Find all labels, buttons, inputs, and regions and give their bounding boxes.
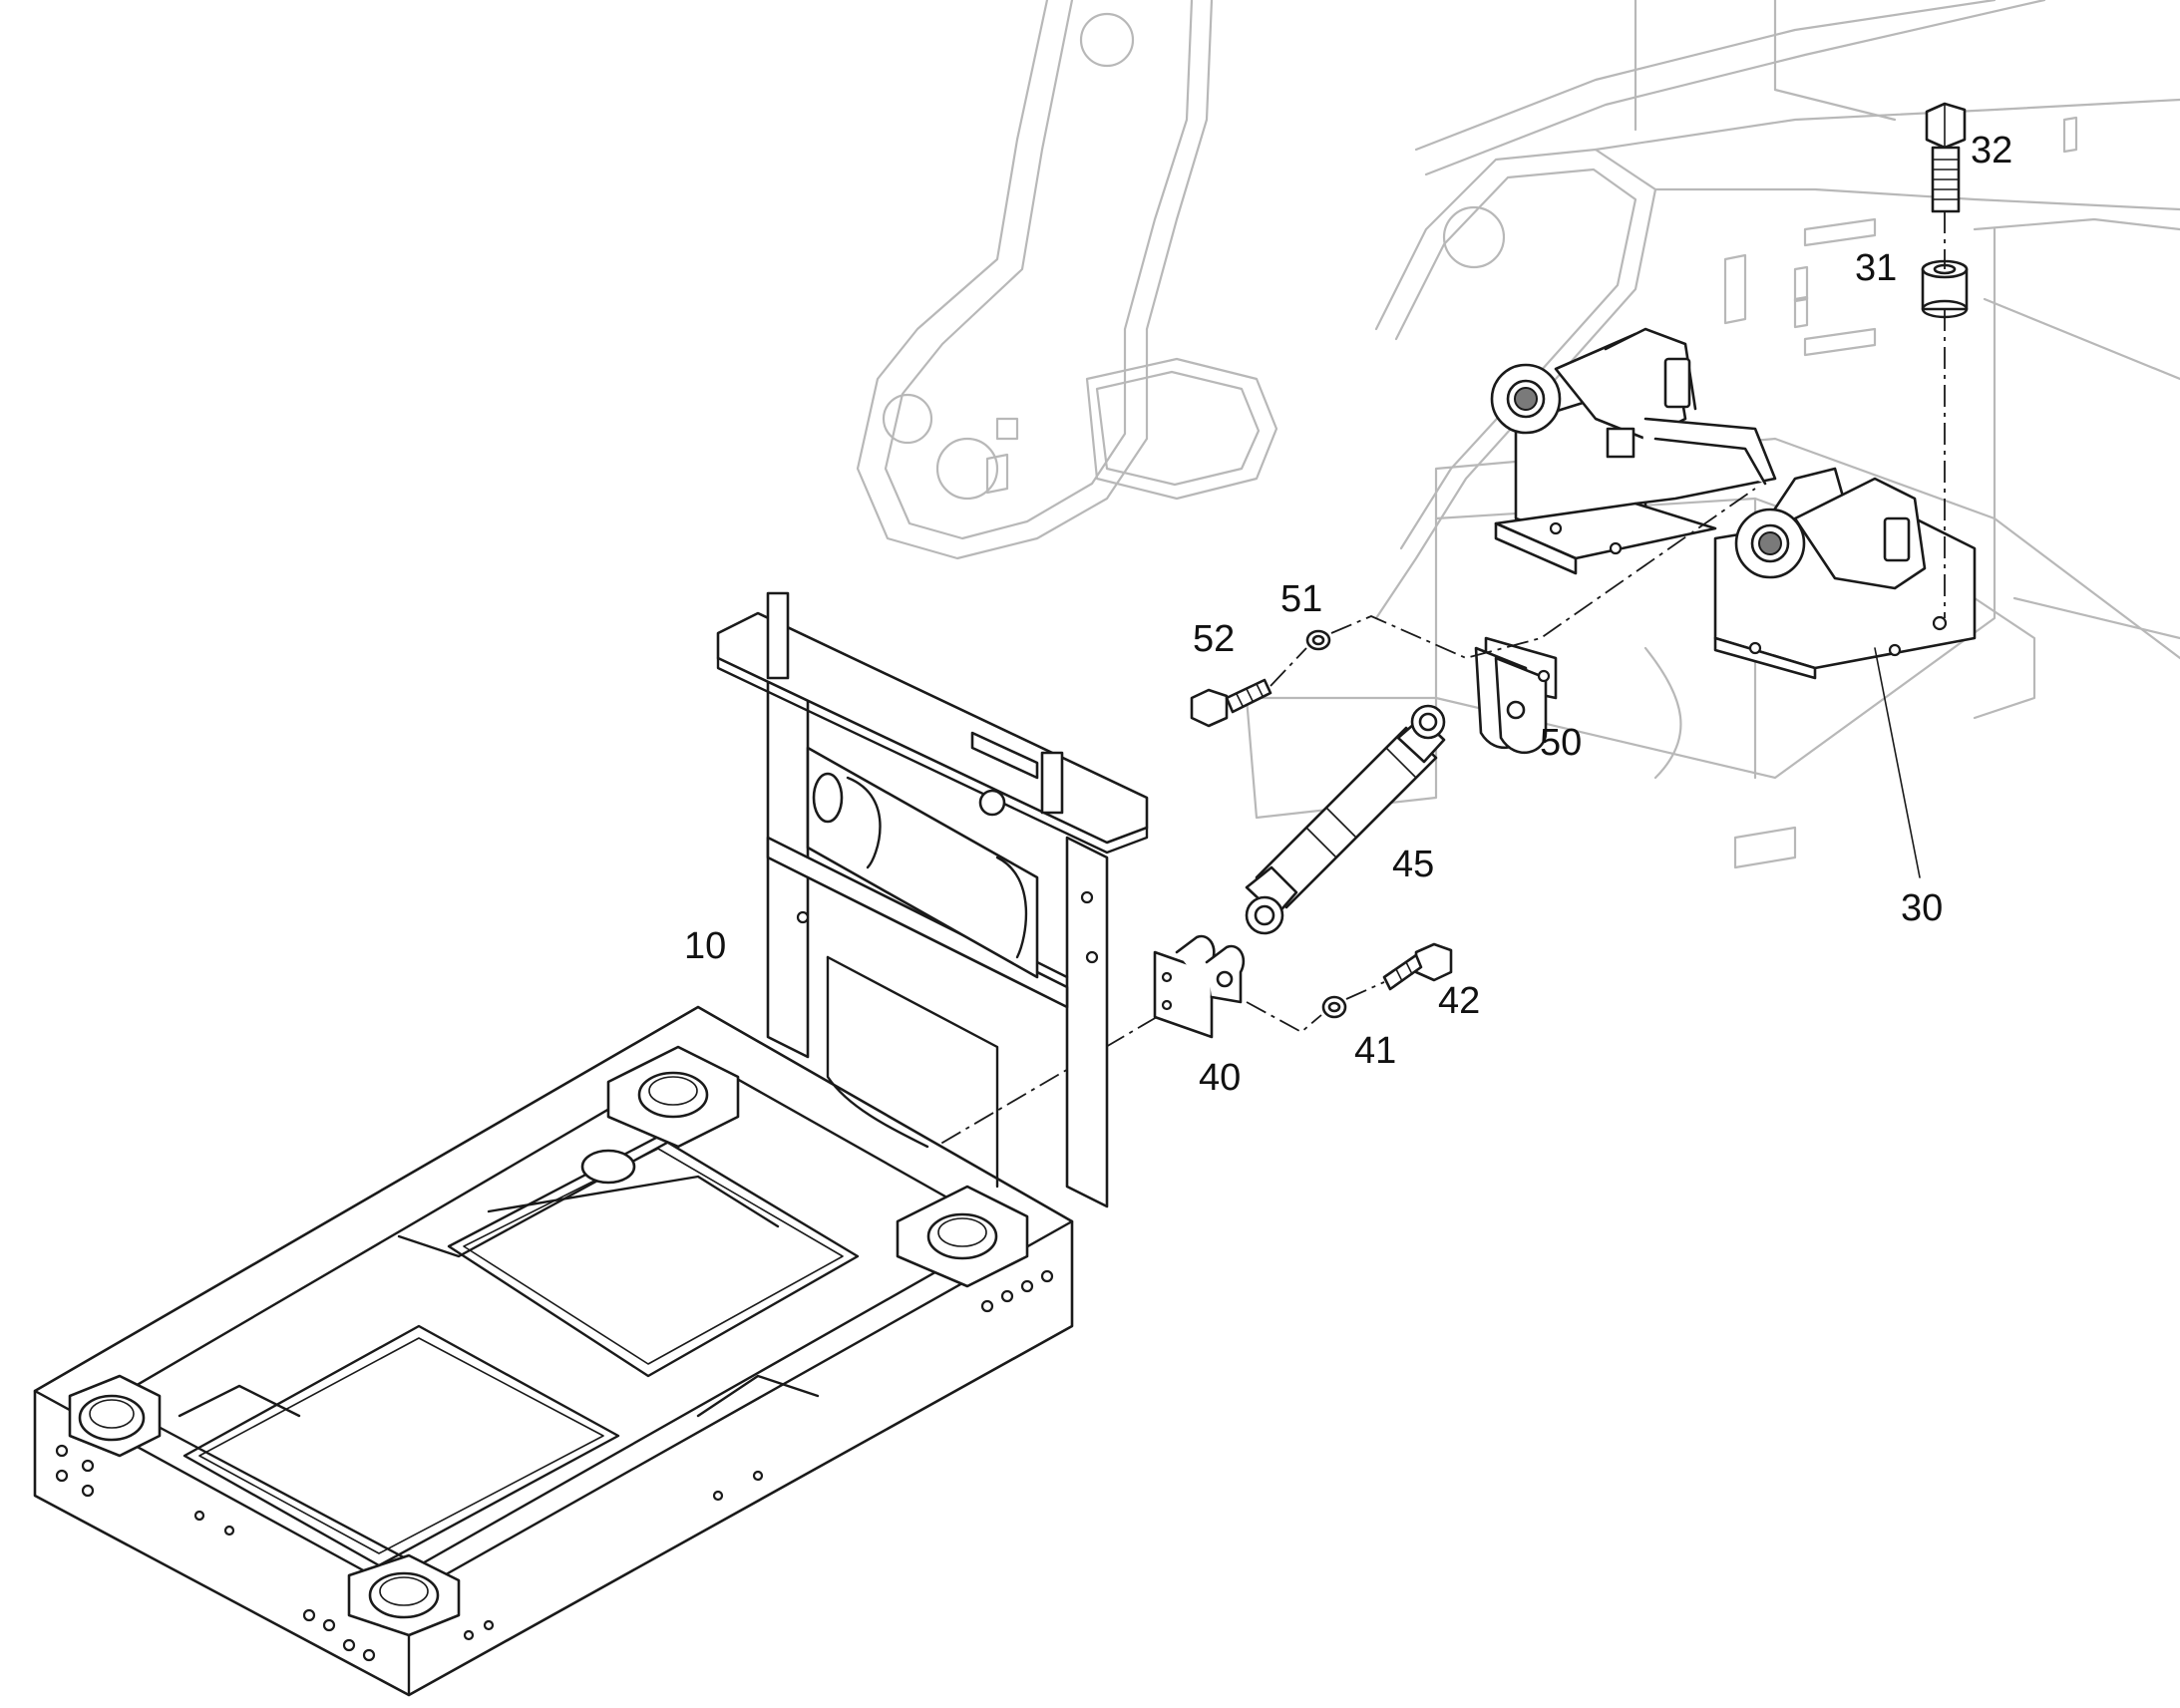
part-52-bolt — [1190, 678, 1272, 728]
leader-line-30 — [1874, 647, 1921, 878]
part-32-bolt — [1925, 102, 1967, 213]
callout-label-42: 42 — [1438, 980, 1481, 1022]
assembly-line-52-51 — [1270, 488, 1756, 687]
part-50-clevis-bracket — [1474, 636, 1558, 755]
part-42-bolt — [1382, 942, 1453, 991]
callout-label-41: 41 — [1354, 1030, 1397, 1072]
callout-label-52: 52 — [1193, 618, 1236, 660]
part-41-washer — [1321, 995, 1347, 1019]
part-30-pivot-mount — [1490, 327, 1977, 680]
callout-label-51: 51 — [1280, 578, 1323, 620]
callout-label-30: 30 — [1901, 887, 1944, 929]
callout-label-40: 40 — [1199, 1057, 1242, 1099]
part-51-washer — [1305, 629, 1331, 651]
part-10-base-frame — [33, 591, 1149, 1697]
callout-label-50: 50 — [1540, 722, 1583, 764]
callout-label-45: 45 — [1392, 844, 1435, 885]
part-40-lower-bracket — [1153, 934, 1246, 1039]
callout-label-32: 32 — [1971, 130, 2013, 171]
callout-label-10: 10 — [684, 925, 727, 967]
part-45-cylinder — [1245, 704, 1446, 935]
part-31-bushing — [1921, 259, 1969, 319]
callout-label-31: 31 — [1855, 247, 1898, 289]
assembly-line-40-41-42 — [1246, 981, 1385, 1034]
